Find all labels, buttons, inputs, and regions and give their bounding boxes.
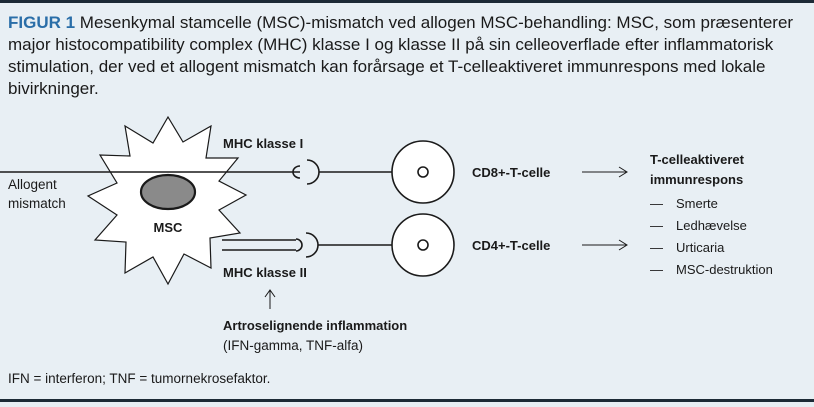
response-list: — Smerte — Ledhævelse — Urticaria — MSC-…	[650, 196, 773, 277]
allogent-label-line2: mismatch	[8, 196, 66, 211]
mhc2-ligand	[295, 238, 303, 252]
cd8-arrow-head	[618, 166, 628, 178]
response-title-line1: T-celleaktiveret	[650, 152, 745, 167]
inflammation-detail: (IFN-gamma, TNF-alfa)	[223, 338, 363, 353]
cd4-arrow-head	[618, 239, 628, 251]
cd8-label: CD8+-T-celle	[472, 165, 550, 180]
allogent-label-line1: Allogent	[8, 177, 57, 192]
response-dash: —	[650, 262, 663, 277]
inflammation-arrow-head	[264, 289, 276, 298]
response-title-line2: immunrespons	[650, 172, 743, 187]
response-item-urticaria: Urticaria	[676, 240, 725, 255]
cd8-t-cell-nucleus	[417, 166, 429, 178]
response-dash: —	[650, 240, 663, 255]
response-item-smerte: Smerte	[676, 196, 718, 211]
inflammation-title: Artroselignende inflammation	[223, 318, 407, 333]
mhc1-ligand	[292, 165, 301, 179]
response-item-ledhaevelse: Ledhævelse	[676, 218, 747, 233]
response-dash: —	[650, 196, 663, 211]
figure-caption: FIGUR 1 Mesenkymal stamcelle (MSC)-misma…	[8, 12, 808, 100]
mhc2-receptor	[305, 232, 319, 258]
cd4-label: CD4+-T-celle	[472, 238, 550, 253]
mhc1-label: MHC klasse I	[223, 136, 303, 151]
cd4-t-cell-nucleus	[417, 239, 429, 251]
msc-nucleus	[139, 173, 197, 211]
top-rule	[0, 0, 814, 3]
bottom-rule	[0, 399, 814, 402]
footnote: IFN = interferon; TNF = tumornekrosefakt…	[8, 371, 271, 386]
msc-label: MSC	[154, 220, 184, 235]
figure-label: FIGUR 1	[8, 13, 76, 32]
mhc2-label: MHC klasse II	[223, 265, 307, 280]
caption-text: Mesenkymal stamcelle (MSC)-mismatch ved …	[8, 13, 794, 98]
response-item-msc-destruktion: MSC-destruktion	[676, 262, 773, 277]
mhc1-receptor	[306, 159, 320, 185]
response-dash: —	[650, 218, 663, 233]
